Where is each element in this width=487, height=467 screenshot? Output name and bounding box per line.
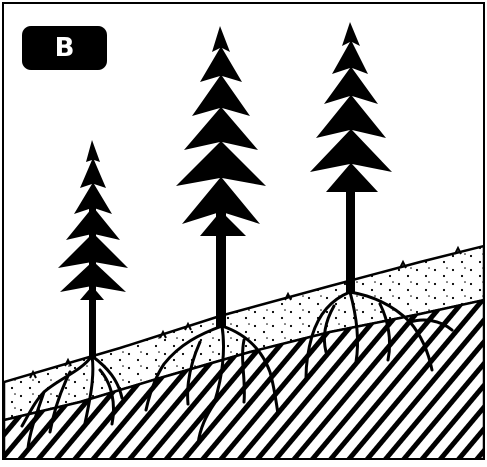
panel-label: B <box>22 26 107 70</box>
